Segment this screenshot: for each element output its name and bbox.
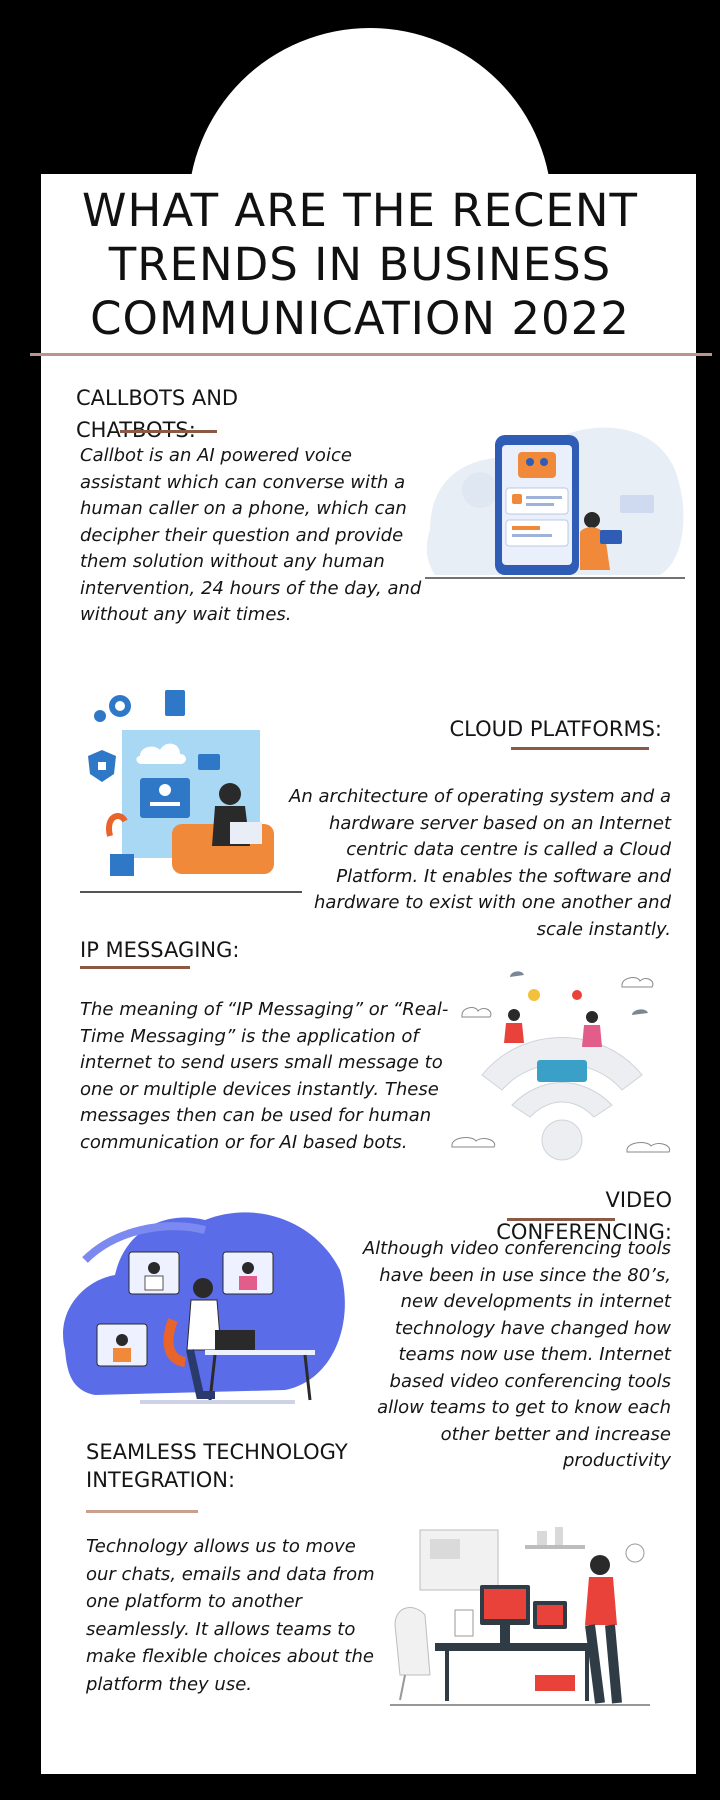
text-line: centric data centre is called a Cloud: [346, 839, 671, 860]
ip-messaging-text: The meaning of “IP Messaging” or “Real- …: [80, 997, 448, 1156]
text-line: hardware to exist with one another and: [314, 892, 671, 913]
cloud-heading: CLOUD PLATFORMS:: [450, 713, 663, 745]
heading-line: CALLBOTS AND: [76, 386, 239, 410]
text-line: productivity: [563, 1450, 671, 1471]
text-line: Platform. It enables the software and: [336, 865, 671, 887]
text-line: An architecture of operating system and …: [289, 786, 671, 807]
heading-line: IP MESSAGING:: [80, 938, 240, 962]
text-line: platform they use.: [86, 1673, 253, 1695]
video-conferencing-underline: [507, 1218, 615, 1221]
text-line: based video conferencing tools: [389, 1370, 671, 1392]
page-title: WHAT ARE THE RECENT TRENDS IN BUSINESS C…: [0, 184, 720, 346]
text-line: seamlessly. It allows teams to: [86, 1618, 356, 1640]
text-line: communication or for AI based bots.: [80, 1131, 408, 1153]
callbots-heading: CALLBOTS AND CHATBOTS:: [76, 382, 238, 446]
seamless-integration-underline: [86, 1510, 198, 1513]
text-line: technology have changed how: [394, 1317, 671, 1339]
phone-chatbot-illustration: [425, 427, 685, 579]
text-line: make flexible choices about the: [86, 1646, 374, 1667]
video-conferencing-heading: VIDEO CONFERENCING:: [496, 1184, 672, 1248]
seamless-integration-text: Technology allows us to move our chats, …: [86, 1533, 375, 1698]
text-line: Although video conferencing tools: [362, 1238, 671, 1259]
text-line: The meaning of “IP Messaging” or “Real-: [80, 999, 449, 1020]
title-line: WHAT ARE THE RECENT: [82, 184, 638, 237]
text-line: scale instantly.: [536, 918, 671, 940]
text-line: without any wait times.: [80, 604, 292, 625]
seamless-integration-heading: SEAMLESS TECHNOLOGY INTEGRATION:: [86, 1438, 348, 1494]
text-line: one platform to another: [86, 1591, 302, 1612]
ip-messaging-heading: IP MESSAGING:: [80, 934, 240, 966]
text-line: internet to send users small message to: [80, 1052, 443, 1073]
text-line: allow teams to get to know each: [377, 1397, 671, 1418]
heading-line: VIDEO: [605, 1188, 672, 1212]
text-line: teams now use them. Internet: [398, 1344, 671, 1365]
text-line: other better and increase: [440, 1423, 671, 1445]
callbots-underline: [120, 430, 217, 433]
video-conferencing-text: Although video conferencing tools have b…: [363, 1236, 671, 1475]
text-line: messages then can be used for human: [80, 1105, 432, 1126]
text-line: assistant which can converse with a: [80, 471, 406, 493]
text-line: have been in use since the 80’s,: [379, 1264, 671, 1286]
title-line: TRENDS IN BUSINESS: [108, 238, 612, 291]
text-line: decipher their question and provide: [80, 524, 404, 546]
text-line: Time Messaging” is the application of: [80, 1025, 419, 1047]
title-divider: [30, 353, 712, 356]
title-line: COMMUNICATION 2022: [90, 292, 630, 345]
heading-line: INTEGRATION:: [86, 1468, 236, 1492]
heading-line: SEAMLESS TECHNOLOGY: [86, 1440, 348, 1464]
cloud-computing-illustration: [80, 690, 302, 893]
video-call-illustration: [63, 1212, 345, 1404]
text-line: our chats, emails and data from: [86, 1563, 375, 1585]
heading-line: CONFERENCING:: [496, 1220, 672, 1244]
wifi-messaging-illustration: [451, 971, 671, 1161]
workspace-illustration: [390, 1527, 650, 1706]
text-line: Callbot is an AI powered voice: [80, 445, 352, 466]
text-line: one or multiple devices instantly. These: [80, 1078, 439, 1100]
text-line: them solution without any human: [80, 551, 385, 572]
text-line: Technology allows us to move: [86, 1536, 356, 1557]
text-line: new developments in internet: [400, 1291, 671, 1312]
cloud-text: An architecture of operating system and …: [289, 784, 671, 943]
ip-messaging-underline: [80, 966, 190, 969]
text-line: hardware server based on an Internet: [328, 812, 671, 834]
callbots-text: Callbot is an AI powered voice assistant…: [80, 443, 421, 629]
text-line: intervention, 24 hours of the day, and: [80, 577, 422, 599]
text-line: human caller on a phone, which can: [80, 498, 407, 519]
heading-line: CLOUD PLATFORMS:: [449, 717, 663, 741]
cloud-underline: [511, 747, 649, 750]
